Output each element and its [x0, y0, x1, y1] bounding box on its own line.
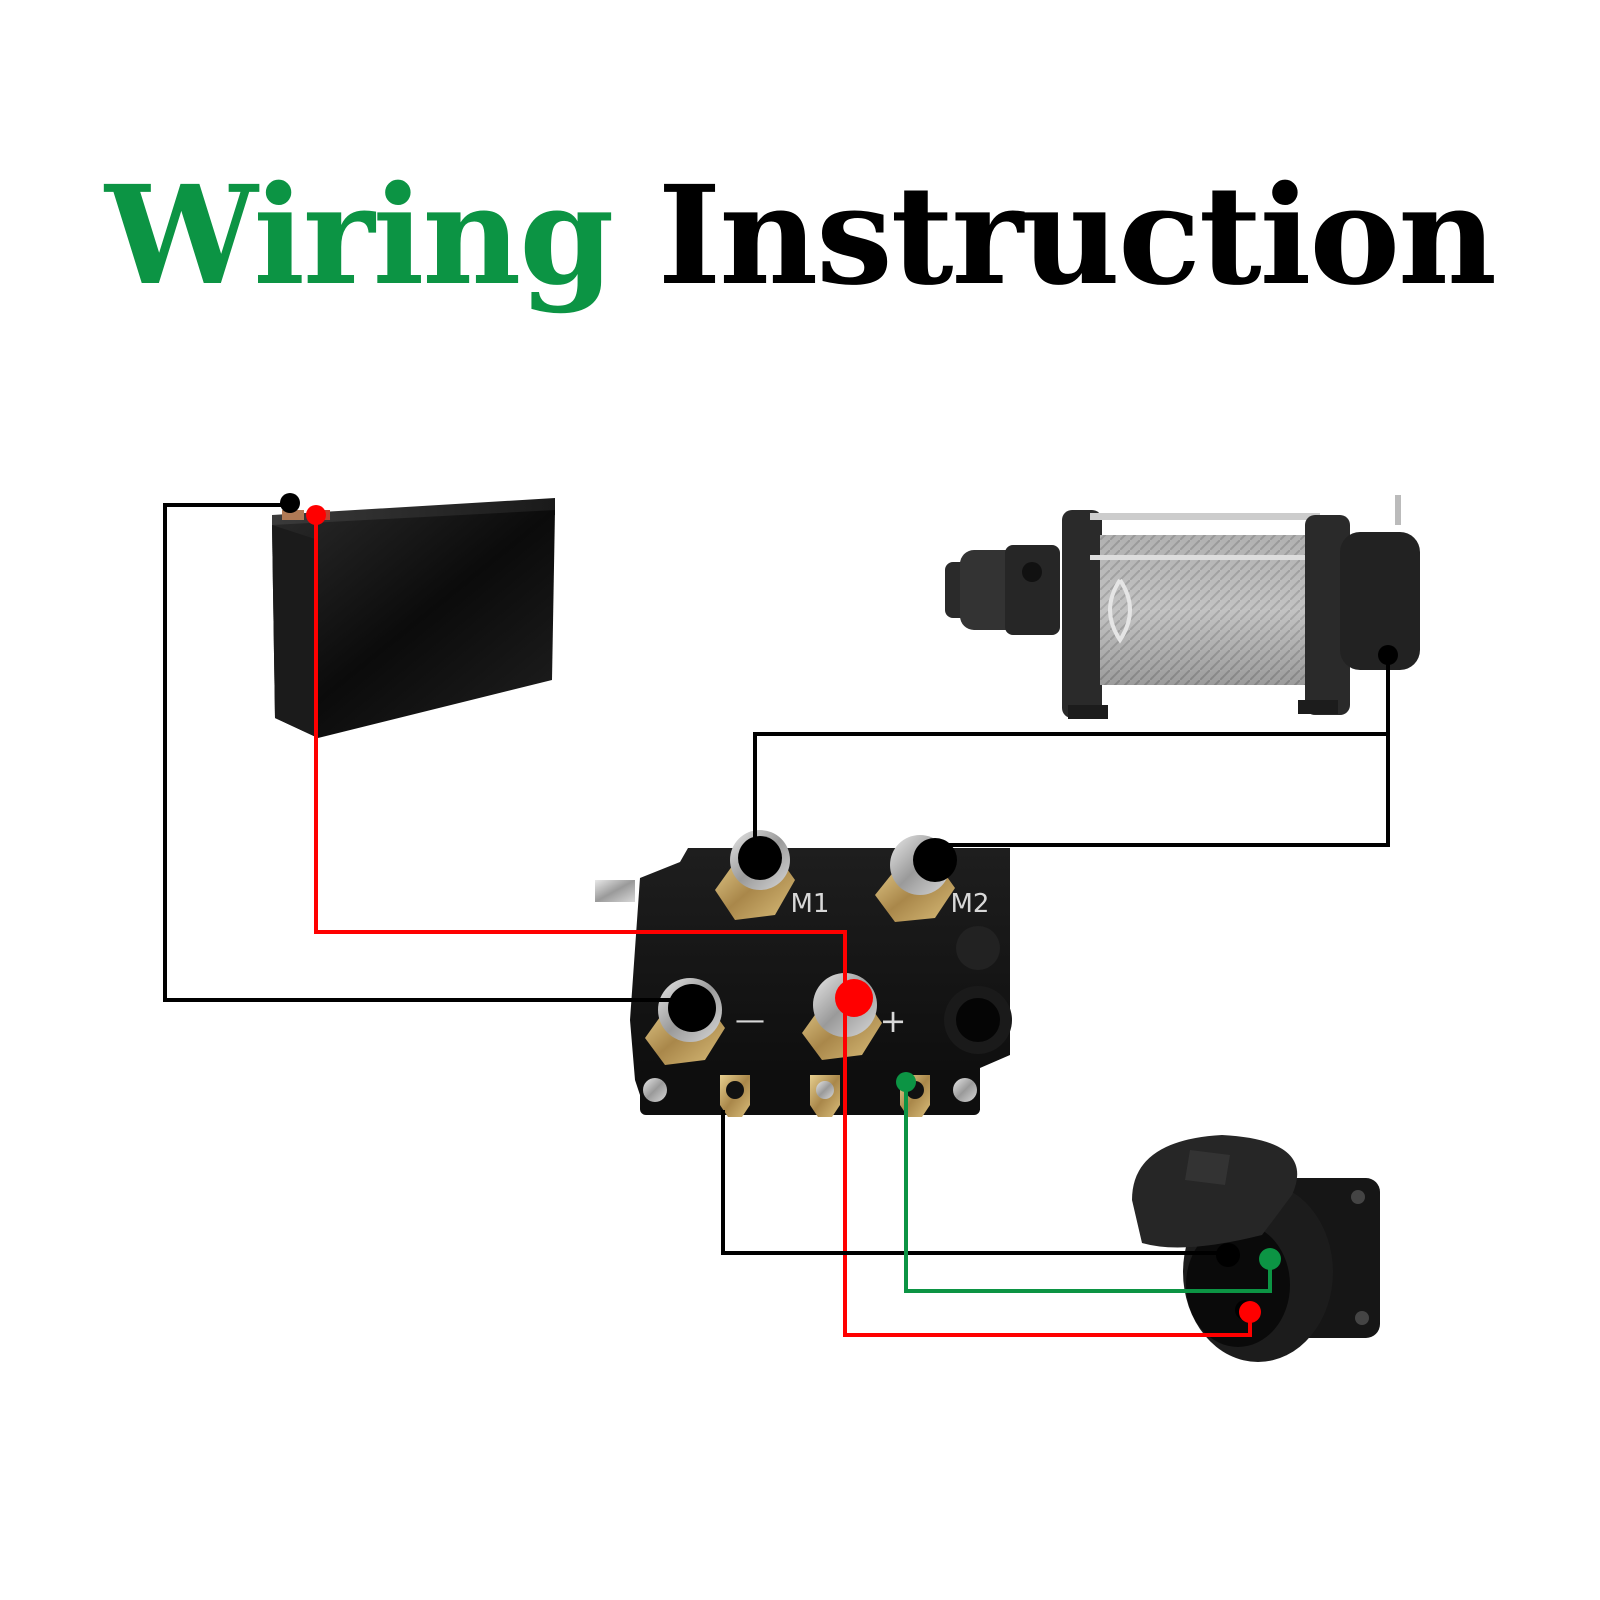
solenoid-stud-negative [645, 978, 725, 1065]
wire-winch-m1 [753, 655, 1390, 858]
title-word-instruction: Instruction [657, 156, 1497, 316]
page-title: Wiring Instruction [0, 168, 1600, 304]
solenoid-icon: M1 M2 — + [595, 830, 1012, 1117]
battery-icon [272, 498, 555, 738]
title-word-wiring: Wiring [105, 156, 614, 316]
wire-tab-socket-green [904, 1082, 1272, 1293]
solenoid-label-negative: — [735, 1003, 765, 1038]
wire-winch-m2 [935, 734, 1390, 847]
solenoid-label-m2: M2 [951, 889, 990, 919]
wire-battery-positive [314, 515, 1252, 1337]
wire-battery-negative [163, 503, 690, 1002]
socket-connector-icon [1132, 1135, 1380, 1362]
wire-tab-socket-black [721, 1110, 1228, 1255]
wire-dot-socket-positive [1239, 1301, 1261, 1323]
solenoid-label-positive: + [880, 1002, 907, 1040]
winch-icon [945, 495, 1420, 719]
wire-dot-solenoid-tab-green [896, 1072, 916, 1092]
wire-dot-battery-positive [306, 505, 326, 525]
solenoid-stud-m2 [875, 835, 957, 922]
wire-dot-socket-green [1259, 1248, 1281, 1270]
battery-terminal-negative [282, 510, 304, 520]
wire-dot-solenoid-positive [835, 979, 873, 1017]
solenoid-stud-m1 [715, 830, 795, 920]
wire-dot-winch [1378, 645, 1398, 665]
solenoid-label-m1: M1 [791, 889, 830, 919]
wire-dot-battery-negative [280, 493, 300, 513]
